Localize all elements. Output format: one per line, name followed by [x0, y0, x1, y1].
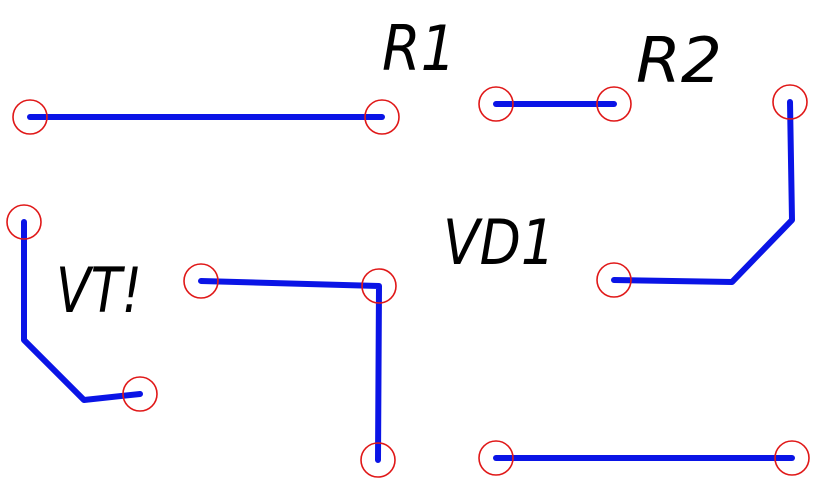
- pad: [596, 262, 632, 298]
- trace-layer: [21, 99, 795, 463]
- label-r1: R1: [382, 12, 456, 85]
- pad: [478, 440, 514, 476]
- pad: [596, 86, 632, 122]
- label-r2: R2: [636, 24, 722, 97]
- pad: [478, 86, 514, 122]
- trace-middle-corner: [198, 278, 382, 463]
- pad: [774, 440, 810, 476]
- pad: [360, 442, 396, 478]
- pad: [6, 204, 42, 240]
- pad: [12, 99, 48, 135]
- trace-right-bend: [611, 99, 795, 285]
- pad: [772, 84, 808, 120]
- label-vd1: VD1: [443, 206, 555, 279]
- pad: [122, 376, 158, 412]
- pad: [364, 99, 400, 135]
- pad: [361, 268, 397, 304]
- trace-vt1: [21, 219, 143, 403]
- pad-layer: [6, 84, 810, 478]
- pad: [183, 263, 219, 299]
- label-vt1: VT!: [56, 254, 142, 327]
